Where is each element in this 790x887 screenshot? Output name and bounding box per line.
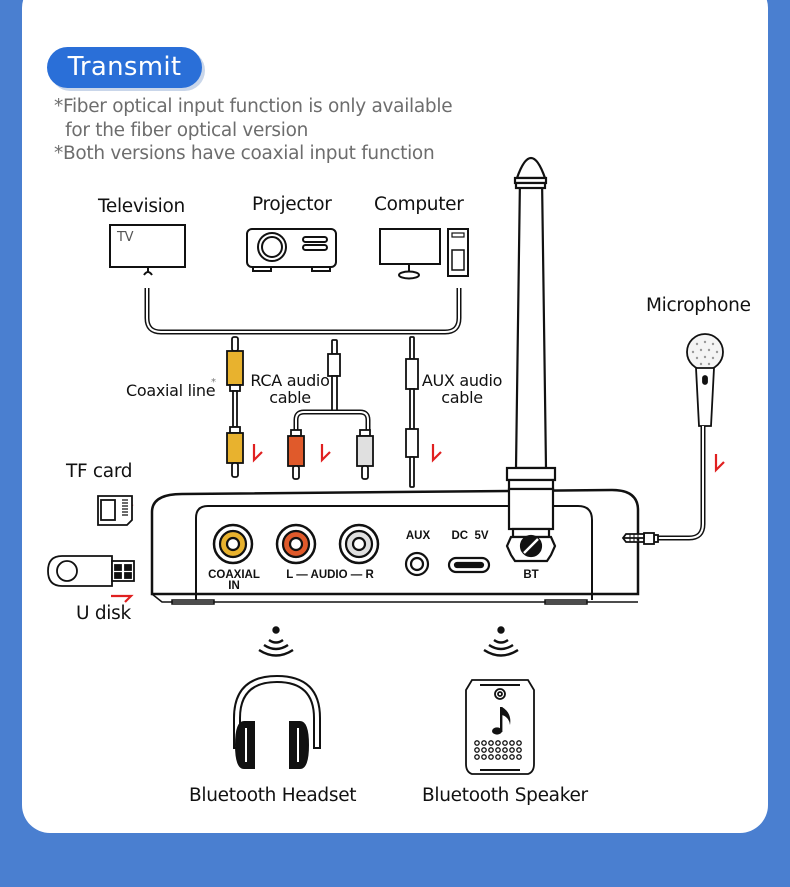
speaker-grille — [474, 740, 522, 760]
note-line-2: for the fiber optical version — [54, 120, 309, 141]
coaxial-in-label-line2: IN — [228, 580, 240, 592]
speaker-icon — [465, 679, 535, 775]
bluetooth-signal-icon-speaker — [483, 626, 519, 657]
arrow-rca — [320, 444, 331, 463]
aux-cable-label-line1: AUX audio — [421, 371, 503, 390]
tv-icon — [109, 224, 186, 276]
usb-c-port — [447, 556, 491, 574]
projector-icon — [246, 228, 337, 272]
rca-cable — [287, 339, 374, 480]
output-label-headset: Bluetooth Headset — [189, 785, 357, 806]
audio-right-port — [338, 523, 380, 565]
source-label-television: Television — [98, 196, 185, 217]
tf-card-label: TF card — [66, 461, 133, 482]
arrow-coaxial — [252, 444, 263, 463]
note-line-3: *Both versions have coaxial input functi… — [54, 143, 435, 164]
coaxial-cable — [226, 336, 244, 478]
dc-5v-label: DC 5V — [451, 530, 489, 542]
note-line-1: *Fiber optical input function is only av… — [54, 96, 453, 117]
arrow-udisk — [111, 594, 134, 603]
audio-left-port — [275, 523, 317, 565]
antenna — [505, 157, 557, 563]
coaxial-in-label-line1: COAXIAL — [208, 569, 260, 581]
headset-icon — [233, 674, 321, 769]
source-label-computer: Computer — [374, 194, 464, 215]
arrow-aux — [431, 444, 442, 463]
rca-cable-label-line2: cable — [269, 388, 311, 407]
aux-port — [404, 551, 430, 577]
aux-cable — [405, 336, 419, 488]
tv-screen-text: TV — [117, 230, 134, 245]
output-label-speaker: Bluetooth Speaker — [422, 785, 588, 806]
microphone-icon — [621, 333, 724, 545]
audio-lr-label: L — AUDIO — R — [286, 569, 374, 581]
u-disk-icon — [47, 555, 135, 587]
bluetooth-signal-icon-headset — [258, 626, 294, 657]
microphone-label: Microphone — [646, 295, 751, 316]
bt-port-label: BT — [523, 569, 539, 581]
u-disk-label: U disk — [76, 603, 131, 624]
section-title-badge: Transmit — [47, 47, 202, 88]
aux-cable-label-line2: cable — [441, 388, 483, 407]
source-label-projector: Projector — [252, 194, 332, 215]
coaxial-port — [212, 523, 254, 565]
computer-icon — [379, 228, 469, 280]
aux-port-label: AUX — [405, 530, 431, 542]
content-card — [22, 0, 768, 833]
rca-cable-label-line1: RCA audio — [250, 371, 330, 390]
coaxial-line-asterisk: * — [211, 377, 216, 388]
tf-card-icon — [97, 495, 133, 526]
coaxial-line-label: Coaxial line — [126, 381, 216, 400]
arrow-mic — [714, 454, 725, 473]
